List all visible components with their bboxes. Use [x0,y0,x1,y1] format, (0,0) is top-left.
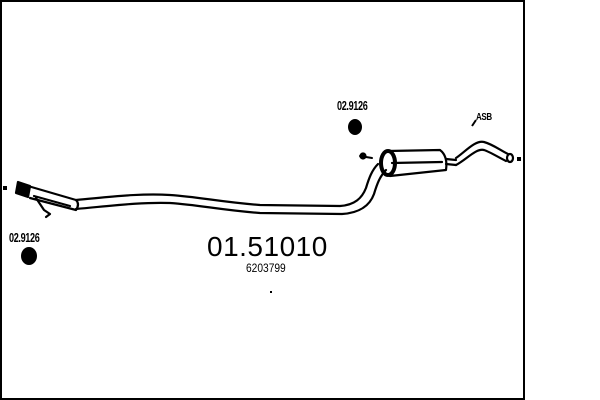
connecting-pipe-icon [74,162,388,216]
tail-pipe-icon [454,140,521,167]
diagram-frame [0,0,525,400]
hanger-left-label: 02.9126 [9,230,40,245]
clamp-label: ASB [476,112,492,123]
footnote-mark [270,291,272,293]
front-pipe-flange-icon [3,180,80,219]
rubber-hanger-top-icon [348,119,362,135]
oem-number: 6203799 [246,261,286,275]
hanger-top-label: 02.9126 [337,98,368,113]
rear-silencer-icon [359,148,458,178]
rubber-hanger-left-icon [21,247,37,265]
clamp-mark-icon [471,119,477,127]
part-number: 01.51010 [207,231,328,262]
